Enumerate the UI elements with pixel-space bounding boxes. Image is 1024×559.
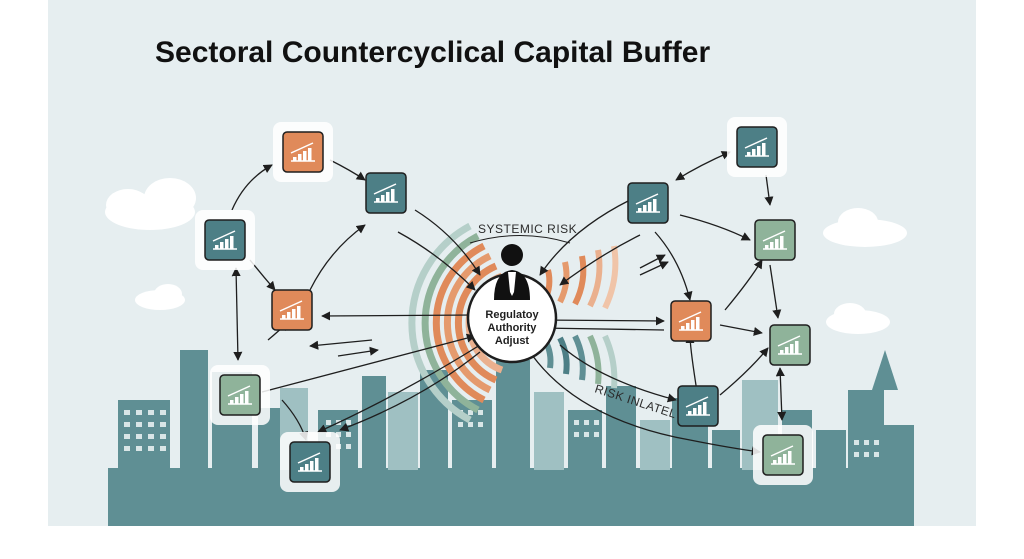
cloud-right-small [826, 303, 890, 334]
cloud-right [823, 208, 907, 247]
hub-line-1: Regulatoy [485, 309, 539, 321]
sector-node [727, 117, 787, 177]
bar-chart-icon [290, 142, 315, 162]
sector-node [677, 385, 719, 427]
bar-chart-icon [635, 193, 660, 213]
hub-line-3: Adjust [495, 335, 530, 347]
page-title: Sectoral Countercyclical Capital Buffer [155, 36, 710, 69]
bar-chart-icon [770, 445, 795, 465]
sector-node [753, 425, 813, 485]
risk-fan-left [408, 222, 504, 424]
bar-chart-icon [777, 335, 802, 355]
sector-node [754, 219, 796, 261]
bar-chart-icon [685, 396, 710, 416]
sector-node [769, 324, 811, 366]
bar-chart-icon [212, 230, 237, 250]
hub-line-2: Authority [488, 322, 538, 334]
sector-node [195, 210, 255, 270]
bar-chart-icon [227, 385, 252, 405]
sector-node [280, 432, 340, 492]
sector-node [365, 172, 407, 214]
bar-chart-icon [744, 137, 769, 157]
sector-node [273, 122, 333, 182]
sector-node [670, 300, 712, 342]
sector-node [210, 365, 270, 425]
cloud-left [105, 178, 196, 230]
systemic-risk-arc [469, 235, 571, 244]
connection-arrows [231, 151, 787, 456]
bar-chart-icon [373, 183, 398, 203]
bar-chart-icon [279, 300, 304, 320]
bar-chart-icon [297, 452, 322, 472]
person-icon [494, 244, 530, 300]
regulatory-authority-hub: Regulatoy Authority Adjust [466, 244, 558, 364]
cloud-left-small [135, 284, 185, 310]
sector-node [271, 289, 313, 331]
bar-chart-icon [762, 230, 787, 250]
systemic-risk-label: SYSTEMIC RISK [478, 222, 577, 236]
sector-node [627, 182, 669, 224]
bar-chart-icon [678, 311, 703, 331]
sector-nodes [195, 117, 813, 492]
